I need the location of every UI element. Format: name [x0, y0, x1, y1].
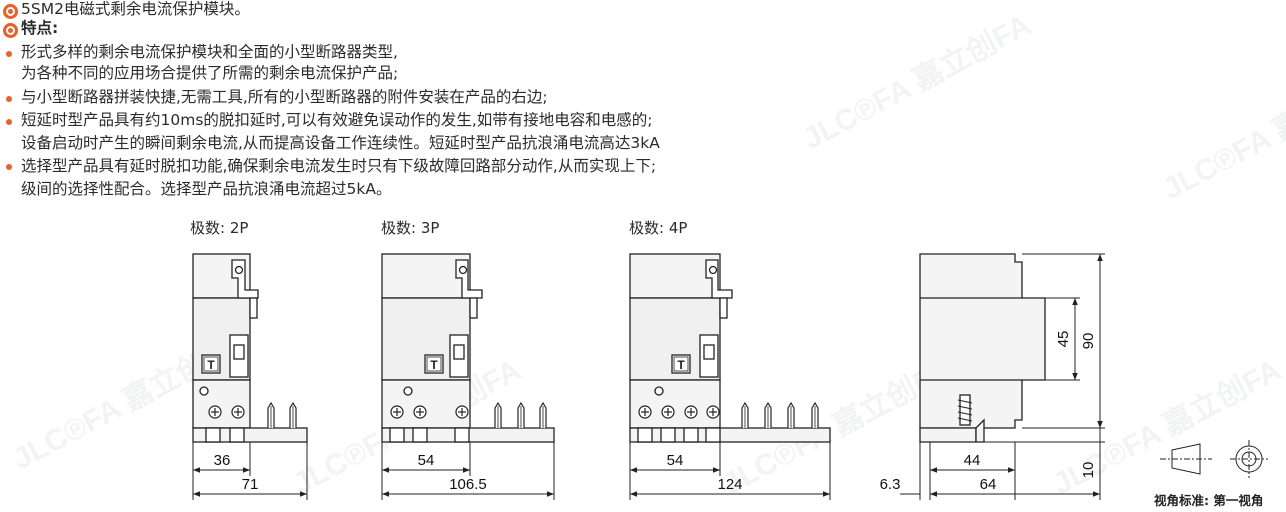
- test-button-label: T: [677, 358, 685, 372]
- dim-4p-total: 124: [717, 476, 742, 493]
- dims-2p: [192, 442, 308, 500]
- projection-symbol-icon: [1160, 440, 1268, 478]
- dim-64: 64: [980, 476, 997, 493]
- bullet-ring-icon: [3, 23, 18, 38]
- dim-3p-inner: 54: [418, 452, 435, 469]
- product-line: 5SM2电磁式剩余电流保护模块。: [21, 0, 250, 18]
- caption-3p: 极数: 3P: [381, 219, 440, 237]
- feature-line: 设备启动时产生的瞬间剩余电流,从而提高设备工作连续性。短延时型产品抗浪涌电流高达…: [21, 134, 660, 152]
- caption-2p: 极数: 2P: [190, 219, 249, 237]
- module-2p: [192, 253, 308, 443]
- svg-text:JLC℗FA 嘉立创FA: JLC℗FA 嘉立创FA: [1157, 58, 1286, 207]
- feature-line: 与小型断路器拼装快捷,无需工具,所有的小型断路器的附件安装在产品的右边;: [21, 88, 548, 106]
- bullet-dot-icon: [6, 164, 12, 170]
- side-view: [919, 253, 1046, 443]
- feature-line: 形式多样的剩余电流保护模块和全面的小型断路器类型,: [21, 43, 398, 61]
- test-button-label: T: [207, 358, 215, 372]
- dim-3p-total: 106.5: [449, 476, 487, 493]
- caption-4p: 极数: 4P: [629, 219, 688, 237]
- feature-line: 级间的选择性配合。选择型产品抗浪涌电流超过5kA。: [21, 180, 392, 198]
- dim-4p-inner: 54: [667, 452, 684, 469]
- dim-44: 44: [964, 452, 981, 469]
- dims-3p: [381, 442, 555, 500]
- module-3p: [381, 253, 555, 443]
- dim-45: 45: [1055, 331, 1072, 348]
- dim-90: 90: [1080, 333, 1097, 350]
- bullet-dot-icon: [6, 119, 12, 125]
- dim-2p-inner: 36: [214, 452, 231, 469]
- feature-line: 为各种不同的应用场合提供了所需的剩余电流保护产品;: [21, 64, 399, 82]
- dim-10: 10: [1080, 462, 1097, 479]
- module-4p: [629, 253, 831, 443]
- bullet-dot-icon: [6, 96, 12, 102]
- feature-line: 选择型产品具有延时脱扣功能,确保剩余电流发生时只有下级故障回路部分动作,从而实现…: [21, 157, 657, 175]
- test-button-label: T: [430, 358, 438, 372]
- dims-4p: [629, 442, 831, 500]
- projection-label: 视角标准: 第一视角: [1154, 493, 1263, 508]
- dim-2p-total: 71: [242, 476, 259, 493]
- feature-line: 短延时型产品具有约10ms的脱扣延时,可以有效避免误动作的发生,如带有接地电容和…: [21, 111, 653, 129]
- svg-text:JLC℗FA 嘉立创FA: JLC℗FA 嘉立创FA: [797, 8, 1036, 157]
- dim-6-3: 6.3: [880, 476, 901, 493]
- bullet-dot-icon: [6, 51, 12, 57]
- features-title: 特点:: [21, 19, 59, 37]
- side-view-dims: [900, 253, 1105, 500]
- bullet-ring-icon: [3, 4, 18, 19]
